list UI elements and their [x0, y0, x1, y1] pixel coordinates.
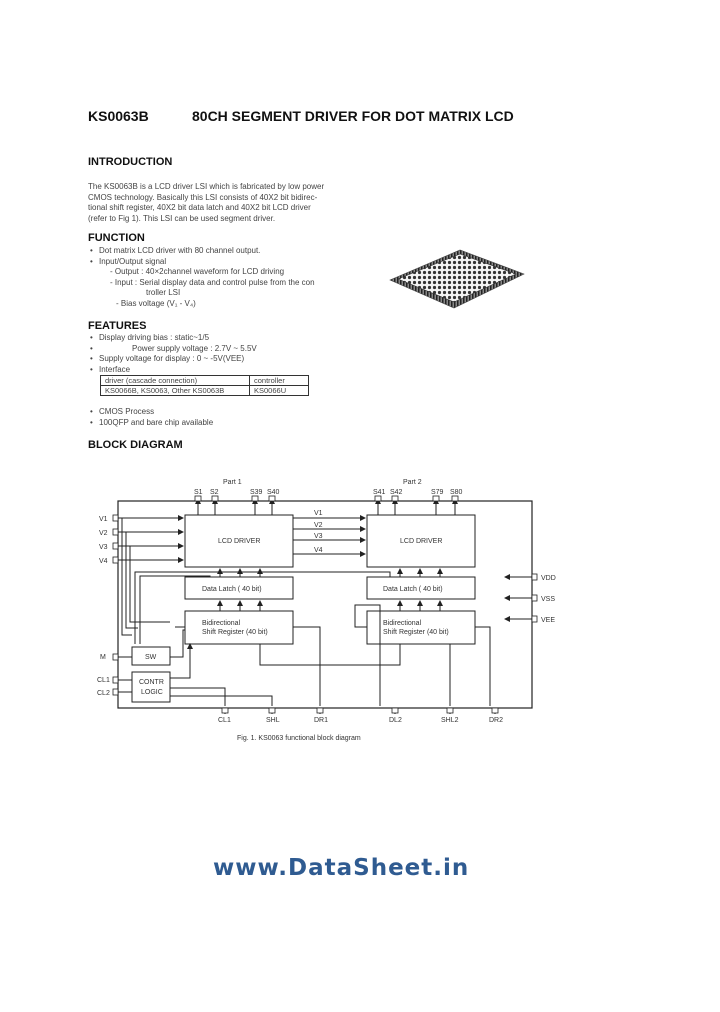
bottom-pin-label: SHL2 — [441, 717, 459, 724]
table-cell: KS0066U — [249, 385, 309, 396]
sw-label: SW — [145, 654, 157, 661]
power-label: VEE — [541, 617, 555, 624]
v-bus-label: V4 — [314, 547, 323, 554]
seg-label: S2 — [210, 489, 219, 496]
feature-item: Interface — [88, 365, 388, 376]
seg-label: S39 — [250, 489, 263, 496]
v-input-label: V3 — [99, 544, 108, 551]
power-label: VDD — [541, 575, 556, 582]
v-bus-label: V1 — [314, 510, 323, 517]
intro-line: CMOS technology. Basically this LSI cons… — [88, 192, 318, 202]
lcd-driver-block-2 — [366, 514, 476, 568]
function-item: Dot matrix LCD driver with 80 channel ou… — [88, 246, 358, 257]
function-subitem: - Output : 40×2channel waveform for LCD … — [110, 267, 285, 276]
v-input-label: V1 — [99, 516, 108, 523]
features-list-2: CMOS Process 100QFP and bare chip availa… — [88, 407, 388, 428]
chip-boundary — [117, 500, 533, 709]
table-header: controller — [249, 375, 309, 386]
shift-register-block-1 — [184, 610, 294, 645]
v-input-label: V2 — [99, 530, 108, 537]
v-bus-label: V2 — [314, 522, 323, 529]
input-label: CL2 — [97, 690, 110, 697]
port-2-label: Part 2 — [403, 479, 422, 486]
bottom-pin-label: DR2 — [489, 717, 503, 724]
seg-label: S40 — [267, 489, 280, 496]
function-list: Dot matrix LCD driver with 80 channel ou… — [88, 246, 358, 309]
bottom-pin-label: DR1 — [314, 717, 328, 724]
block-diagram-heading: BLOCK DIAGRAM — [88, 439, 183, 451]
shift-register-label: Shift Register (40 bit) — [202, 629, 268, 636]
function-item: Input/Output signal — [88, 257, 358, 268]
lcd-driver-label: LCD DRIVER — [400, 538, 442, 545]
control-label: LOGIC — [141, 689, 163, 696]
port-1-label: Part 1 — [223, 479, 242, 486]
input-label: CL1 — [97, 677, 110, 684]
feature-item: Supply voltage for display : 0 ~ -5V(VEE… — [88, 354, 388, 365]
function-heading: FUNCTION — [88, 232, 145, 244]
data-latch-label: Data Latch ( 40 bit) — [202, 586, 262, 593]
introduction-heading: INTRODUCTION — [88, 156, 173, 168]
bottom-pin-label: SHL — [266, 717, 280, 724]
table-cell: KS0066B, KS0063, Other KS0063B — [100, 385, 250, 396]
feature-item: 100QFP and bare chip available — [88, 418, 388, 429]
shift-register-label: Bidirectional — [383, 620, 422, 627]
data-latch-block-1 — [184, 576, 294, 600]
interface-table: driver (cascade connection) controller K… — [100, 375, 309, 396]
data-latch-label: Data Latch ( 40 bit) — [383, 586, 443, 593]
figure-caption: Fig. 1. KS0063 functional block diagram — [237, 735, 361, 742]
v-input-label: V4 — [99, 558, 108, 565]
seg-label: S79 — [431, 489, 444, 496]
bottom-pin-label: CL1 — [218, 717, 231, 724]
bottom-pin-label: DL2 — [389, 717, 402, 724]
v-bus-label: V3 — [314, 533, 323, 540]
introduction-text: The KS0063B is a LCD driver LSI which is… — [88, 182, 378, 224]
feature-item: CMOS Process — [88, 407, 388, 418]
power-label: VSS — [541, 596, 555, 603]
function-subitem: - Input : Serial display data and contro… — [110, 277, 315, 287]
sw-block — [131, 646, 171, 666]
table-row: KS0066B, KS0063, Other KS0063B KS0066U — [100, 385, 309, 396]
seg-label: S42 — [390, 489, 403, 496]
shift-register-block-2 — [366, 610, 476, 645]
intro-line: (refer to Fig 1). This LSI can be used s… — [88, 213, 276, 223]
seg-label: S41 — [373, 489, 386, 496]
seg-label: S1 — [194, 489, 203, 496]
intro-line: tional shift register, 40X2 bit data lat… — [88, 203, 311, 212]
table-header-row: driver (cascade connection) controller — [100, 375, 309, 386]
table-header: driver (cascade connection) — [100, 375, 250, 386]
document-title: 80CH SEGMENT DRIVER FOR DOT MATRIX LCD — [192, 108, 514, 124]
intro-line: The KS0063B is a LCD driver LSI which is… — [88, 182, 325, 191]
control-logic-block — [131, 671, 171, 703]
features-heading: FEATURES — [88, 320, 147, 332]
feature-item: Display driving bias : static~1/5 — [88, 333, 388, 344]
part-number: KS0063B — [88, 108, 149, 124]
shift-register-label: Bidirectional — [202, 620, 241, 627]
seg-label: S80 — [450, 489, 463, 496]
lcd-driver-label: LCD DRIVER — [218, 538, 260, 545]
block-diagram: Part 1 Part 2 S1 S2 S39 S40 S41 S42 S79 … — [97, 479, 556, 742]
data-latch-block-2 — [366, 576, 476, 600]
features-list: Display driving bias : static~1/5 Power … — [88, 333, 388, 375]
input-label: M — [100, 654, 106, 661]
shift-register-label: Shift Register (40 bit) — [383, 629, 449, 636]
feature-item: Power supply voltage : 2.7V ~ 5.5V — [88, 344, 388, 355]
lcd-driver-block-1 — [184, 514, 294, 568]
watermark-link[interactable]: www.DataSheet.in — [213, 855, 470, 881]
control-label: CONTR — [139, 679, 164, 686]
chip-package-image — [389, 249, 525, 309]
function-subitem: - Bias voltage (V₁ - V₄) — [116, 298, 196, 308]
function-subitem: troller LSI — [146, 288, 181, 297]
